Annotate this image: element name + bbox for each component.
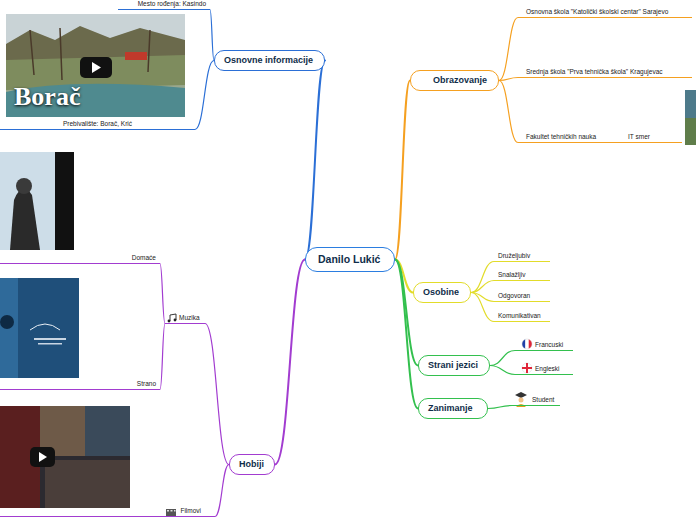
branch-connector [195, 61, 214, 130]
branch-topic: Obrazovanje [410, 70, 499, 91]
topic-text: Domaće [132, 254, 156, 261]
topic-text: Strani jezici [428, 360, 478, 370]
topic-leaf: Fakultet tehničkih nauka [518, 133, 602, 143]
topic-text: Odgovoran [498, 292, 530, 299]
topic-text: Danilo Lukić [318, 253, 380, 265]
topic-leaf: Komunikativan [494, 312, 550, 322]
branch-connector [275, 260, 305, 465]
topic-text: Osobine [423, 287, 459, 297]
branch-connector [395, 260, 418, 366]
branch-connector [488, 406, 512, 409]
branch-connector [471, 262, 494, 293]
image-caption: Borač [14, 82, 80, 112]
branch-topic: Hobiji [229, 454, 275, 475]
photo [685, 90, 696, 145]
topic-leaf: Srednja škola "Prva tehnička škola" Krag… [518, 68, 692, 78]
branch-connector [210, 10, 214, 61]
topic-text: Srednja škola "Prva tehnička škola" Krag… [526, 68, 663, 75]
film-icon [166, 509, 176, 516]
topic-leaf: Student [512, 396, 560, 406]
topic-text: Komunikativan [498, 312, 541, 319]
branch-connector [499, 18, 518, 81]
branch-connector [499, 78, 518, 81]
branch-connector [205, 324, 229, 465]
topic-text: Osnovna škola "Katolički školski centar"… [526, 8, 668, 15]
branch-connector [471, 281, 494, 293]
branch-topic: Zanimanje [418, 398, 488, 419]
topic-leaf: Mesto rođenja: Kasindo [118, 0, 210, 10]
topic-text: Muzika [179, 314, 200, 321]
topic-text: IT smer [628, 133, 650, 140]
branch-topic: Osobine [413, 282, 471, 303]
music-icon [168, 314, 177, 322]
branch-topic: Strani jezici [418, 355, 490, 376]
topic-text: Strano [137, 380, 156, 387]
topic-leaf: Engleski [515, 365, 573, 375]
topic-text: Prebivalište: Borač, Krić [63, 120, 132, 127]
branch-connector [215, 465, 229, 517]
topic-leaf: Snalažljiv [494, 271, 550, 281]
topic-leaf: Domaće [0, 254, 160, 264]
topic-text: Snalažljiv [498, 271, 525, 278]
topic-leaf: Francuski [515, 341, 573, 351]
topic-leaf: Odgovoran [494, 292, 550, 302]
photo [685, 118, 696, 145]
topic-text: Hobiji [239, 459, 264, 469]
photo [0, 278, 79, 378]
topic-text: Student [532, 396, 554, 403]
topic-text: Mesto rođenja: Kasindo [138, 0, 206, 7]
photo [6, 14, 185, 117]
branch-connector [490, 351, 515, 366]
branch-connector [395, 260, 418, 409]
topic-text: Engleski [535, 365, 560, 372]
branch-connector [471, 293, 494, 322]
topic-leaf: Druželjubiv [494, 252, 550, 262]
topic-leaf: Prebivalište: Borač, Krić [0, 120, 195, 130]
branch-connector [305, 61, 325, 260]
topic-leaf: IT smer [604, 133, 682, 143]
branch-connector [499, 81, 518, 143]
topic-text: Zanimanje [428, 403, 473, 413]
topic-text: Filmovi [180, 507, 201, 514]
topic-leaf: Filmovi [0, 507, 215, 517]
topic-leaf: Strano [0, 380, 160, 390]
topic-text: Francuski [535, 341, 563, 348]
topic-text: Fakultet tehničkih nauka [526, 133, 596, 140]
photo [0, 406, 130, 508]
photo [0, 152, 74, 250]
branch-connector [490, 366, 515, 375]
central-topic: Danilo Lukić [305, 247, 395, 272]
topic-text: Druželjubiv [498, 252, 530, 259]
topic-text: Osnovne informacije [224, 55, 313, 65]
topic-text: Obrazovanje [433, 75, 487, 85]
topic-leaf: Muzika [165, 314, 205, 324]
branch-connector [395, 81, 410, 260]
student-icon [515, 392, 527, 407]
branch-topic: Osnovne informacije [214, 50, 325, 71]
topic-leaf: Osnovna škola "Katolički školski centar"… [518, 8, 692, 18]
branch-connector [160, 324, 165, 390]
